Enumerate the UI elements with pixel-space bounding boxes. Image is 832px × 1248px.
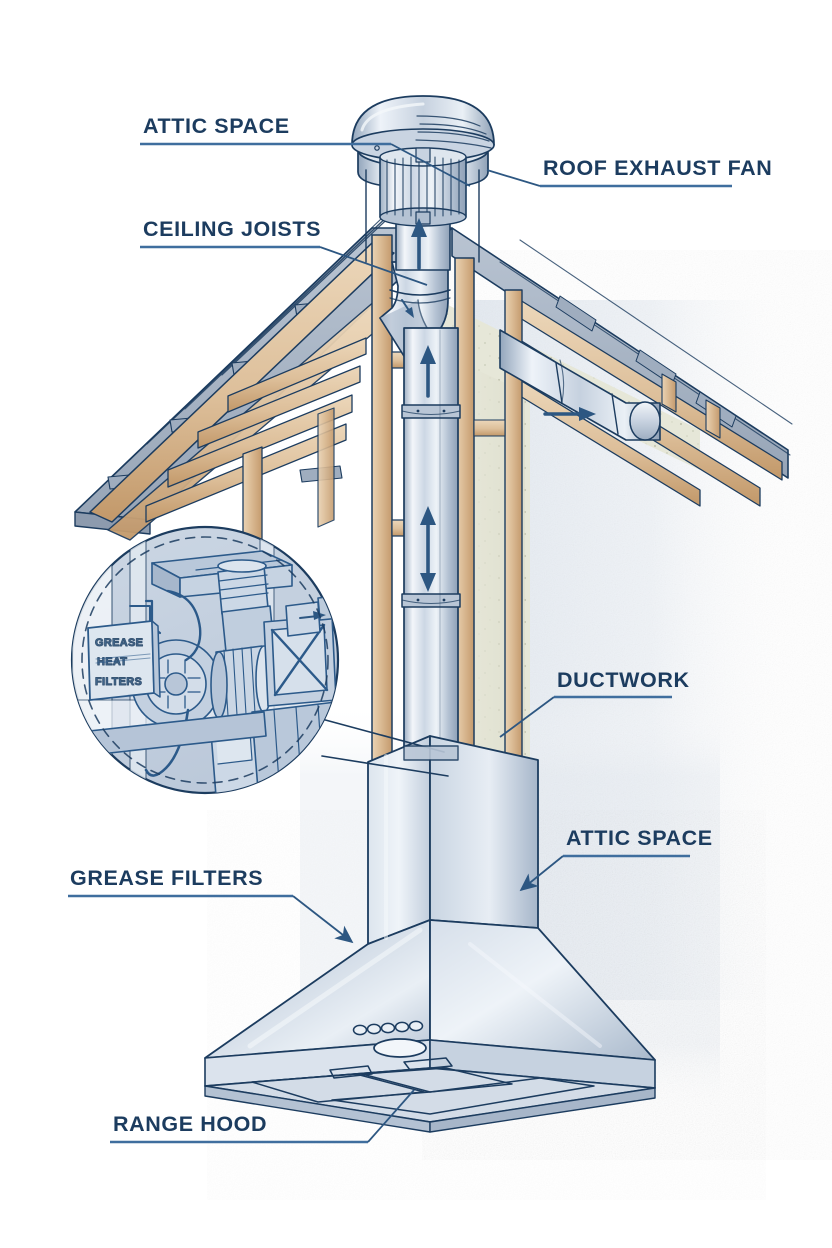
callout-label-grease-filters: GREASE FILTERS <box>70 866 263 890</box>
callout-attic-space-top: ATTIC SPACE <box>140 114 471 187</box>
callout-attic-space-lower: ATTIC SPACE <box>519 826 713 892</box>
callout-roof-exhaust-fan: ROOF EXHAUST FAN <box>486 156 772 188</box>
callout-grease-filters: GREASE FILTERS <box>68 866 354 944</box>
branch-ductwork <box>499 329 661 441</box>
grease-filter-placard: GREASE HEAT FILTERS <box>87 620 161 701</box>
duct-behind-inset <box>403 745 459 761</box>
callout-ductwork: DUCTWORK <box>499 668 690 738</box>
callout-label-range-hood: RANGE HOOD <box>113 1112 267 1136</box>
callout-ceiling-joists: CEILING JOISTS <box>140 217 428 286</box>
callout-label-attic-space-top: ATTIC SPACE <box>143 114 290 138</box>
callout-leader-range-hood <box>367 1089 415 1143</box>
callout-label-roof-exhaust-fan: ROOF EXHAUST FAN <box>543 156 772 180</box>
callout-label-ceiling-joists: CEILING JOISTS <box>143 217 321 241</box>
hood-filter-panels <box>251 1057 595 1115</box>
branch-airflow-arrow <box>543 407 596 421</box>
vertical-ductwork <box>379 199 461 749</box>
callout-leader-attic-space-top <box>390 143 471 187</box>
roof-exhaust-fan <box>351 95 495 270</box>
hood-light-fixture <box>373 1038 427 1058</box>
callout-label-ductwork: DUCTWORK <box>557 668 690 692</box>
callout-leader-ceiling-joists <box>319 246 428 286</box>
callout-range-hood: RANGE HOOD <box>110 1089 415 1144</box>
placard-line-1: GREASE <box>95 637 143 649</box>
range-hood <box>204 735 656 1133</box>
duct-airflow-arrows <box>420 345 436 592</box>
callout-leader-attic-space-lower <box>519 855 564 892</box>
hood-control-buttons[interactable] <box>352 1020 424 1036</box>
callout-leader-grease-filters <box>292 895 354 944</box>
placard-line-3: FILTERS <box>95 676 142 688</box>
callout-leader-ductwork <box>499 696 555 738</box>
callout-label-attic-space-lower: ATTIC SPACE <box>566 826 713 850</box>
callout-leader-roof-exhaust-fan <box>486 169 541 187</box>
